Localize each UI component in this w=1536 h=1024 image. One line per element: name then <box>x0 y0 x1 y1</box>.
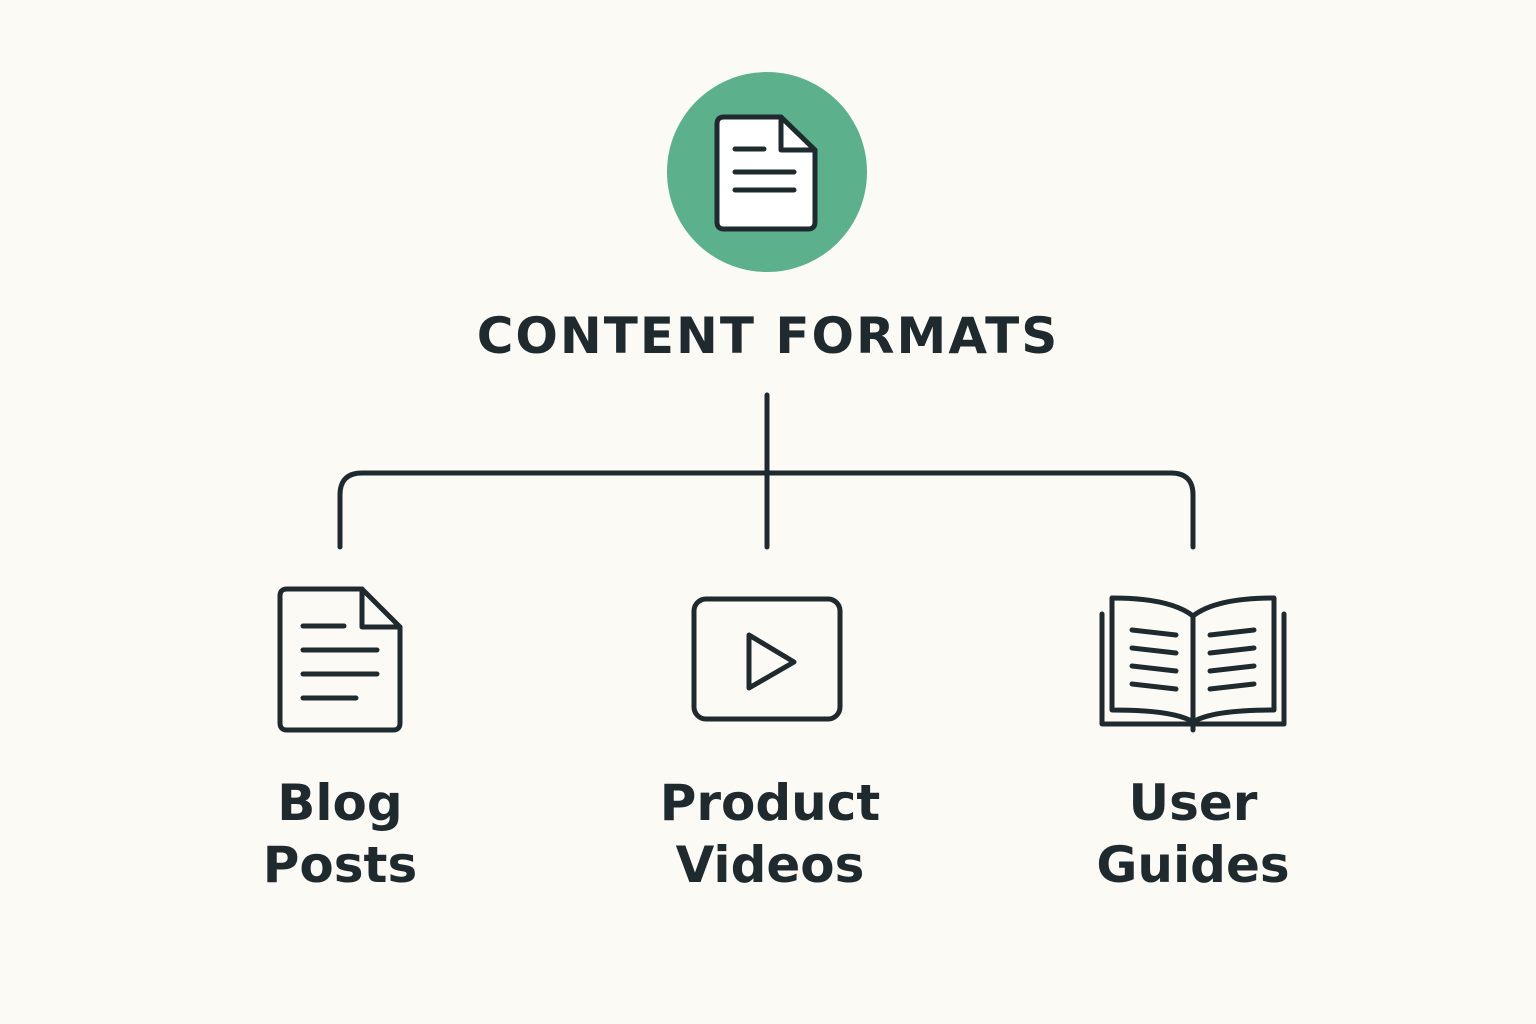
child-label-blog-posts: Blog Posts <box>262 774 418 894</box>
child-label-user-guides: User Guides <box>1096 774 1290 894</box>
child-label-product-videos: Product Videos <box>659 774 881 894</box>
document-icon <box>714 114 818 232</box>
branch-bar <box>337 470 1196 550</box>
video-play-icon <box>691 596 843 722</box>
open-book-icon <box>1099 595 1287 733</box>
document-icon <box>277 586 403 733</box>
root-title: CONTENT FORMATS <box>476 307 1060 365</box>
root-node-circle <box>667 72 867 272</box>
